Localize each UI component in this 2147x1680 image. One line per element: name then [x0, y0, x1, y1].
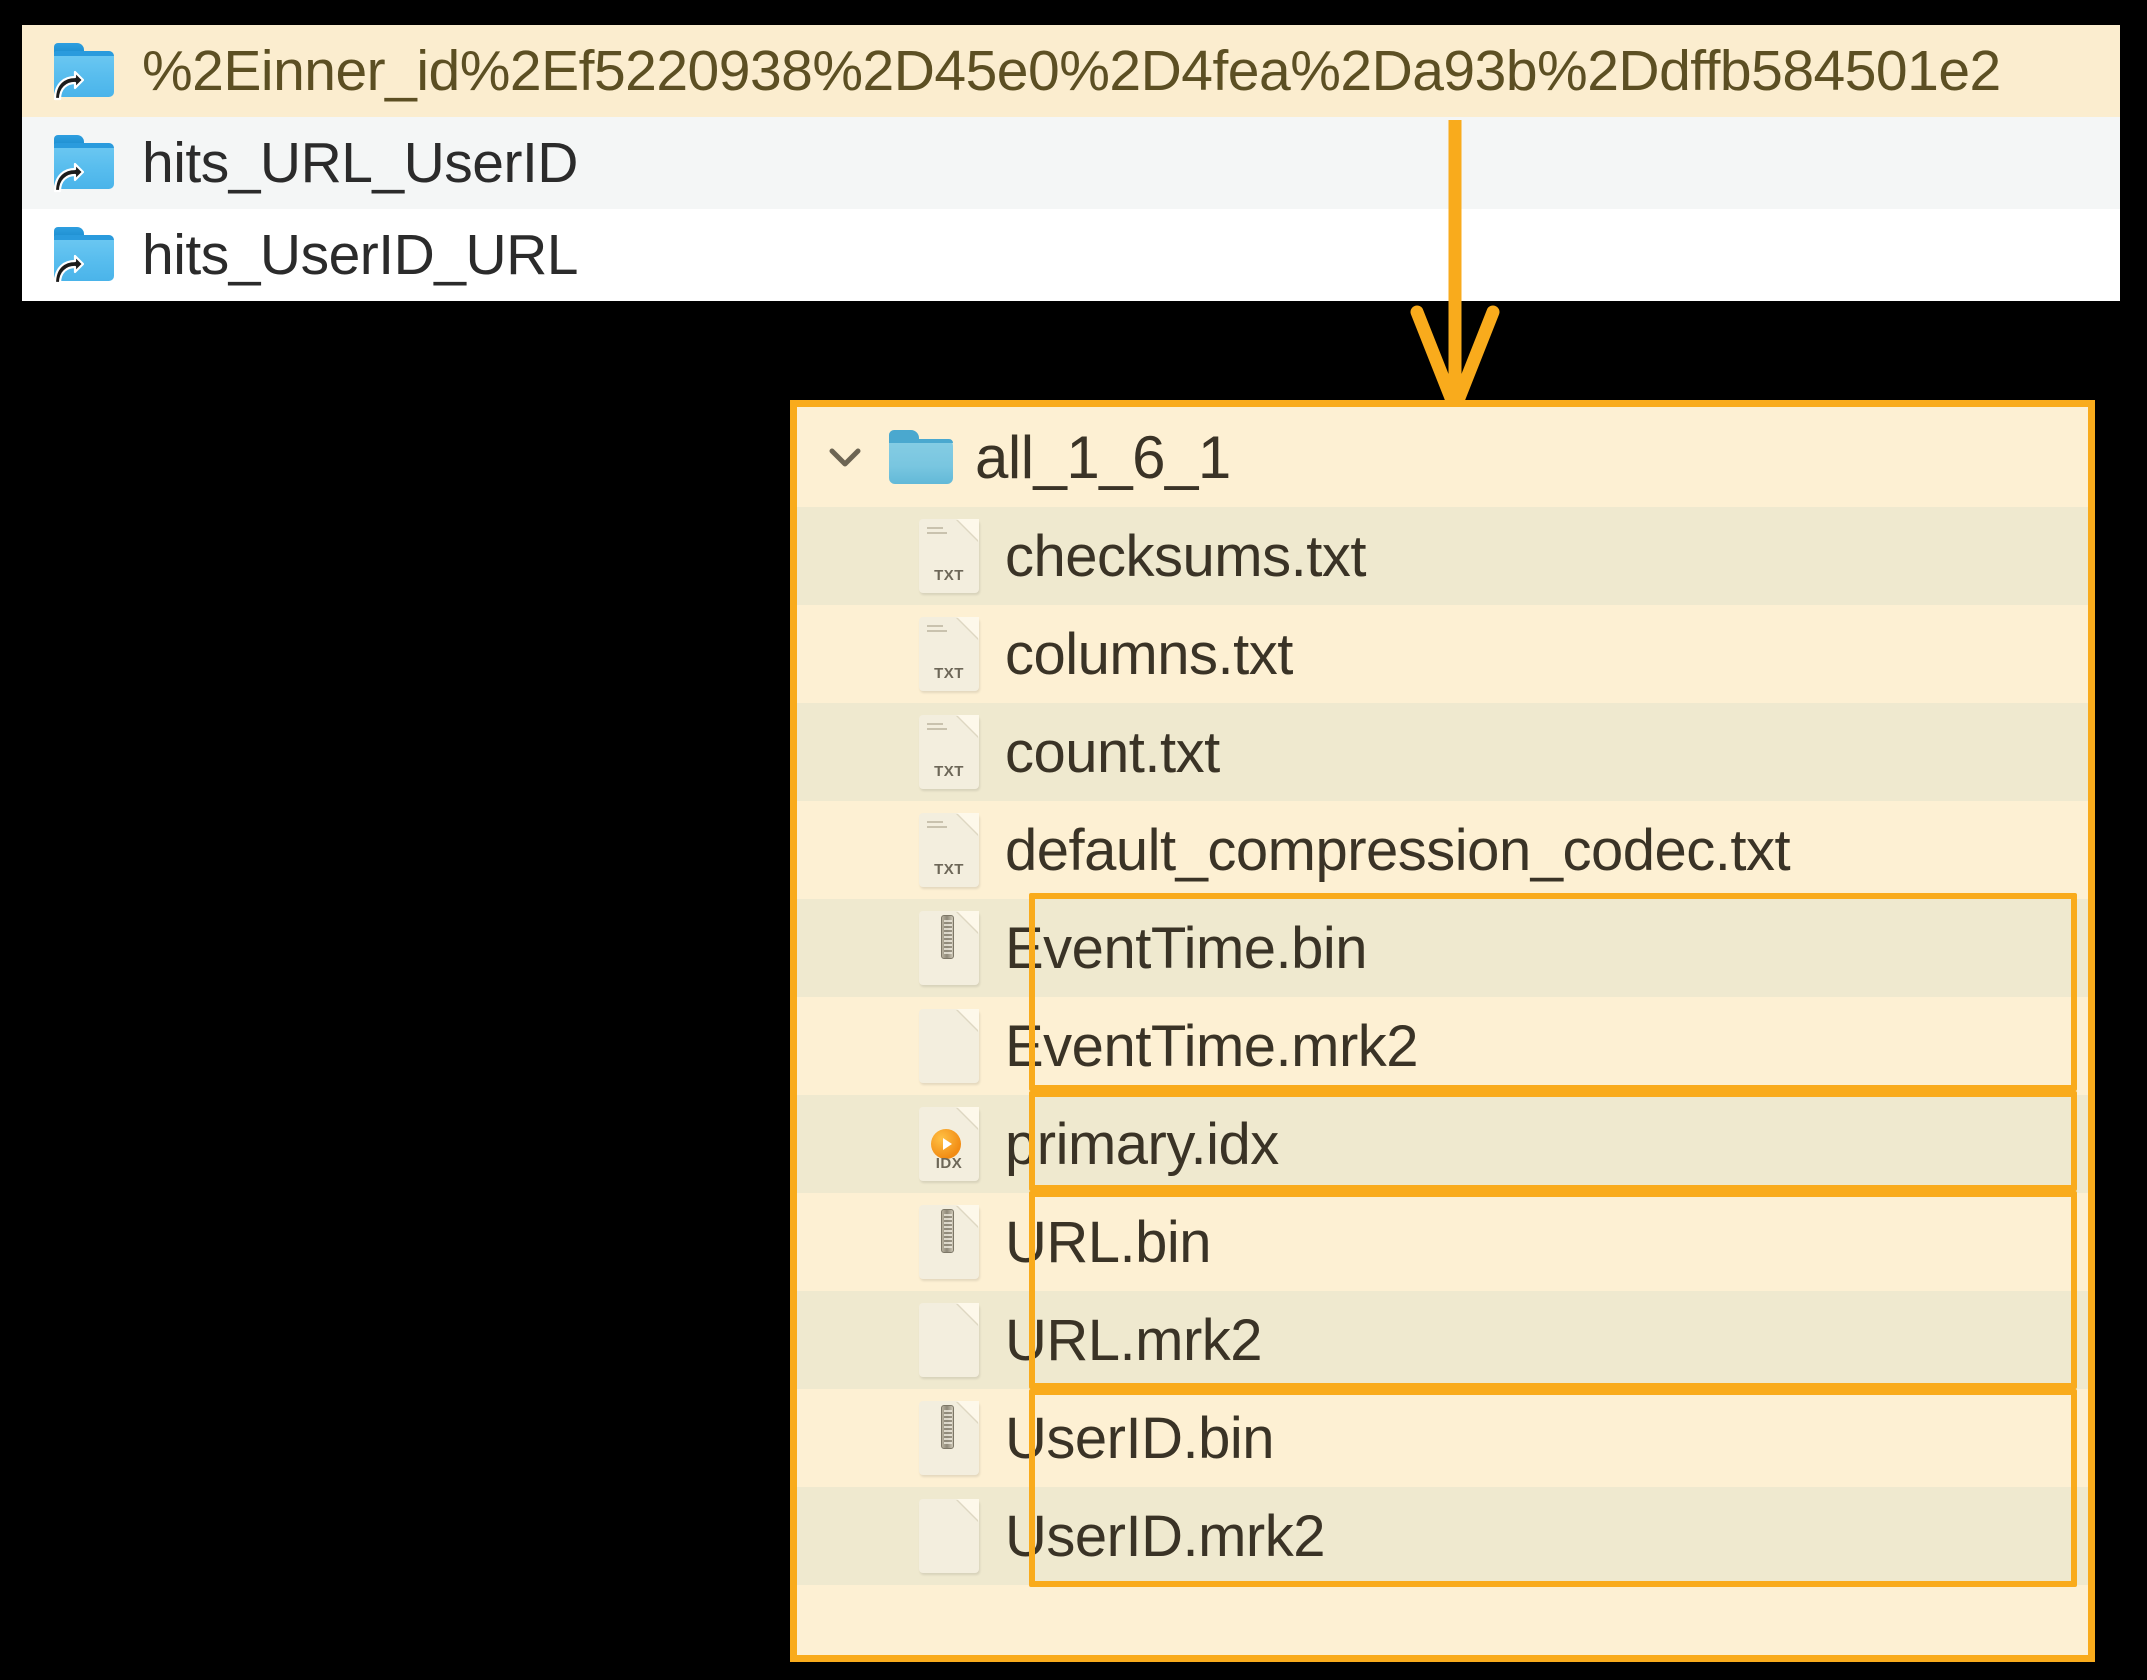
- txt-file-icon: TXT: [919, 715, 979, 789]
- folder-symlink-icon: [53, 43, 120, 101]
- file-row[interactable]: UserID.bin: [797, 1389, 2088, 1487]
- list-item-label: hits_UserID_URL: [142, 223, 578, 287]
- file-name-label: primary.idx: [1005, 1111, 1279, 1177]
- file-name-label: default_compression_codec.txt: [1005, 817, 1791, 883]
- bin-file-icon: [919, 1205, 979, 1279]
- bin-file-icon: [919, 911, 979, 985]
- bin-file-icon: [919, 1401, 979, 1475]
- page-title: all_1_6_1: [975, 423, 1231, 491]
- list-item[interactable]: %2Einner_id%2Ef5220938%2D45e0%2D4fea%2Da…: [22, 25, 2120, 117]
- idx-file-icon: IDX: [919, 1107, 979, 1181]
- file-row[interactable]: EventTime.bin: [797, 899, 2088, 997]
- top-file-list: %2Einner_id%2Ef5220938%2D45e0%2D4fea%2Da…: [22, 25, 2120, 301]
- file-name-label: URL.mrk2: [1005, 1307, 1263, 1373]
- list-item[interactable]: hits_URL_UserID: [22, 117, 2120, 209]
- file-type-tag: TXT: [934, 763, 964, 780]
- txt-file-icon: TXT: [919, 617, 979, 691]
- file-row[interactable]: TXT columns.txt: [797, 605, 2088, 703]
- blank-file-icon: [919, 1009, 979, 1083]
- file-name-label: UserID.bin: [1005, 1405, 1274, 1471]
- file-type-tag: IDX: [935, 1155, 963, 1172]
- list-item[interactable]: hits_UserID_URL: [22, 209, 2120, 301]
- folder-symlink-icon: [53, 135, 120, 193]
- file-row[interactable]: URL.bin: [797, 1193, 2088, 1291]
- blank-file-icon: [919, 1499, 979, 1573]
- folder-symlink-icon: [53, 227, 120, 285]
- panel-header-row[interactable]: all_1_6_1: [797, 407, 2088, 507]
- file-row[interactable]: EventTime.mrk2: [797, 997, 2088, 1095]
- file-name-label: count.txt: [1005, 719, 1220, 785]
- file-type-tag: TXT: [934, 665, 964, 682]
- chevron-down-icon[interactable]: [823, 435, 867, 479]
- txt-file-icon: TXT: [919, 519, 979, 593]
- blank-file-icon: [919, 1303, 979, 1377]
- file-name-label: EventTime.bin: [1005, 915, 1368, 981]
- file-row[interactable]: IDX primary.idx: [797, 1095, 2088, 1193]
- list-item-label: hits_URL_UserID: [142, 131, 578, 195]
- file-name-label: URL.bin: [1005, 1209, 1212, 1275]
- file-type-tag: TXT: [934, 861, 964, 878]
- list-item-label: %2Einner_id%2Ef5220938%2D45e0%2D4fea%2Da…: [142, 39, 2001, 103]
- file-row[interactable]: URL.mrk2: [797, 1291, 2088, 1389]
- file-name-label: UserID.mrk2: [1005, 1503, 1325, 1569]
- file-name-label: EventTime.mrk2: [1005, 1013, 1419, 1079]
- file-name-label: checksums.txt: [1005, 523, 1366, 589]
- directory-detail-panel: all_1_6_1 TXT checksums.txt TXT columns.…: [790, 400, 2095, 1662]
- folder-icon: [889, 430, 953, 484]
- txt-file-icon: TXT: [919, 813, 979, 887]
- file-row[interactable]: UserID.mrk2: [797, 1487, 2088, 1585]
- file-row[interactable]: TXT count.txt: [797, 703, 2088, 801]
- file-row[interactable]: TXT checksums.txt: [797, 507, 2088, 605]
- file-name-label: columns.txt: [1005, 621, 1293, 687]
- file-row[interactable]: TXT default_compression_codec.txt: [797, 801, 2088, 899]
- file-type-tag: TXT: [934, 567, 964, 584]
